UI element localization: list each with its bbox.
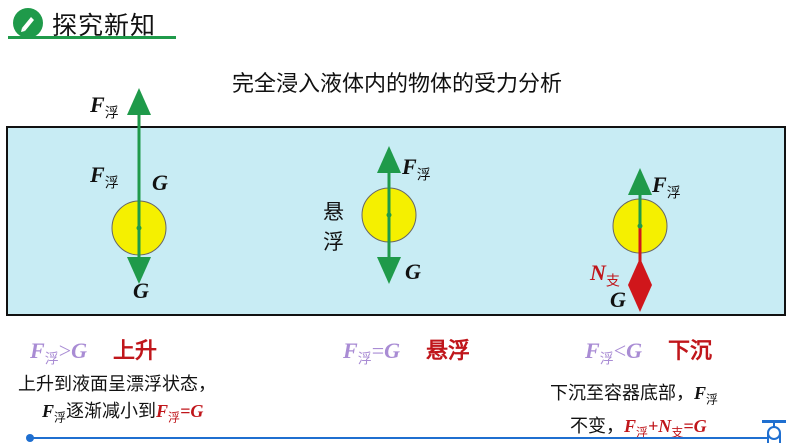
note-rise: 上升到液面呈漂浮状态， F浮逐渐减小到F浮=G [18,374,216,425]
force-label-support-3: N支 [590,260,620,290]
force-label-buoyancy-1a: F浮 [90,92,119,122]
header-icon [13,8,43,38]
force-label-gravity-1b: G [133,278,149,303]
force-label-buoyancy-1b: F浮 [90,162,119,192]
bottom-dot-left [26,434,34,442]
force-label-gravity-2: G [405,259,421,284]
header-title: 探究新知 [52,11,157,40]
force-label-buoyancy-3: F浮 [652,172,681,202]
note-sink: 下沉至容器底部，F浮 不变，F浮+N支=G [550,383,719,440]
pulley-icon [762,420,786,443]
bottom-divider [30,437,768,439]
suspension-vertical-label: 悬 浮 [323,200,344,254]
header-underline [8,36,176,39]
force-label-buoyancy-2: F浮 [402,154,431,184]
main-title: 完全浸入液体内的物体的受力分析 [231,72,562,97]
force-label-gravity-3: G [610,287,626,312]
force-label-gravity-1a: G [152,170,168,195]
